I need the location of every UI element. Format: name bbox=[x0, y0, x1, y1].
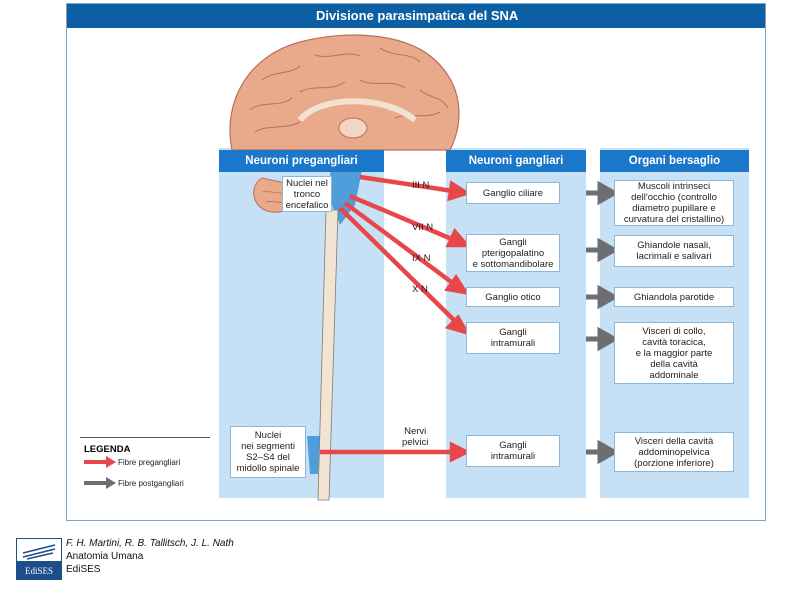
post-arrow-2 bbox=[597, 237, 620, 263]
corpus-callosum bbox=[297, 98, 417, 123]
logo-icon: EdiSES bbox=[17, 544, 61, 579]
header-preganglionic: Neuroni pregangliari bbox=[219, 150, 384, 172]
nerve-iii-n: III N bbox=[412, 180, 430, 191]
fiber-vii-n bbox=[349, 193, 455, 243]
legend-pre-label: Fibre pregangliari bbox=[118, 458, 181, 467]
post-arrow-3 bbox=[597, 284, 620, 310]
nucleus-sacral: Nuclei nei segmenti S2–S4 del midollo sp… bbox=[230, 426, 306, 478]
header-ganglionic: Neuroni gangliari bbox=[446, 150, 586, 172]
ganglion-box-2: Gangli pterigopalatino e sottomandibolar… bbox=[466, 234, 560, 272]
title-bar: Divisione parasimpatica del SNA bbox=[67, 4, 765, 28]
fiber-x-n bbox=[338, 206, 458, 324]
arrow-x-n bbox=[444, 314, 471, 336]
legend: LEGENDA Fibre pregangliari Fibre postgan… bbox=[80, 437, 210, 498]
nerve-vii-n: VII N bbox=[412, 222, 434, 233]
ganglion-box-4: Gangli intramurali bbox=[466, 322, 560, 354]
postganglionic-fibers bbox=[586, 180, 620, 465]
fiber-iii-n bbox=[359, 174, 454, 194]
publisher-logo: EdiSES bbox=[16, 538, 62, 580]
brain-folds bbox=[249, 47, 449, 133]
cerebrum bbox=[229, 34, 460, 151]
credit-authors: F. H. Martini, R. B. Tallitsch, J. L. Na… bbox=[66, 538, 234, 549]
organ-box-3: Ghiandola parotide bbox=[614, 287, 734, 307]
spinal-cord bbox=[317, 209, 339, 501]
ganglion-box-3: Ganglio otico bbox=[466, 287, 560, 307]
legend-title: LEGENDA bbox=[84, 444, 131, 455]
logo-text: EdiSES bbox=[25, 566, 53, 576]
post-arrow-1 bbox=[597, 180, 620, 206]
organ-box-1: Muscoli intrinseci dell'occhio (controll… bbox=[614, 180, 734, 226]
header-target: Organi bersaglio bbox=[600, 150, 749, 172]
organ-box-4: Visceri di collo, cavità toracica, e la … bbox=[614, 322, 734, 384]
fiber-ix-n bbox=[343, 201, 456, 286]
nucleus-brainstem: Nuclei nel tronco encefalico bbox=[282, 176, 332, 212]
arrow-iii-n bbox=[447, 180, 472, 202]
ganglion-box-5: Gangli intramurali bbox=[466, 435, 560, 467]
post-arrow-4 bbox=[597, 326, 620, 352]
preganglionic-fibers bbox=[320, 174, 472, 463]
organ-box-5: Visceri della cavità addominopelvica (po… bbox=[614, 432, 734, 472]
credit-book: Anatomia Umana bbox=[66, 551, 144, 562]
organ-box-2: Ghiandole nasali, lacrimali e salivari bbox=[614, 235, 734, 267]
credit-publisher: EdiSES bbox=[66, 564, 101, 575]
arrow-pelvic bbox=[449, 441, 472, 463]
arrow-vii-n bbox=[445, 227, 471, 248]
credits: F. H. Martini, R. B. Tallitsch, J. L. Na… bbox=[66, 537, 234, 576]
figure-title: Divisione parasimpatica del SNA bbox=[316, 8, 519, 23]
sacral-segment bbox=[307, 436, 320, 474]
nerve-pelvic: Nervi pelvici bbox=[402, 426, 429, 448]
nerve-x-n: X N bbox=[412, 284, 428, 295]
arrow-ix-n bbox=[444, 274, 470, 296]
post-arrow-5 bbox=[597, 439, 620, 465]
legend-arrows bbox=[84, 456, 116, 489]
nerve-ix-n: IX N bbox=[412, 253, 431, 264]
thalamus bbox=[338, 117, 368, 139]
legend-post-label: Fibre postgangliari bbox=[118, 479, 184, 488]
ganglion-box-1: Ganglio ciliare bbox=[466, 182, 560, 204]
